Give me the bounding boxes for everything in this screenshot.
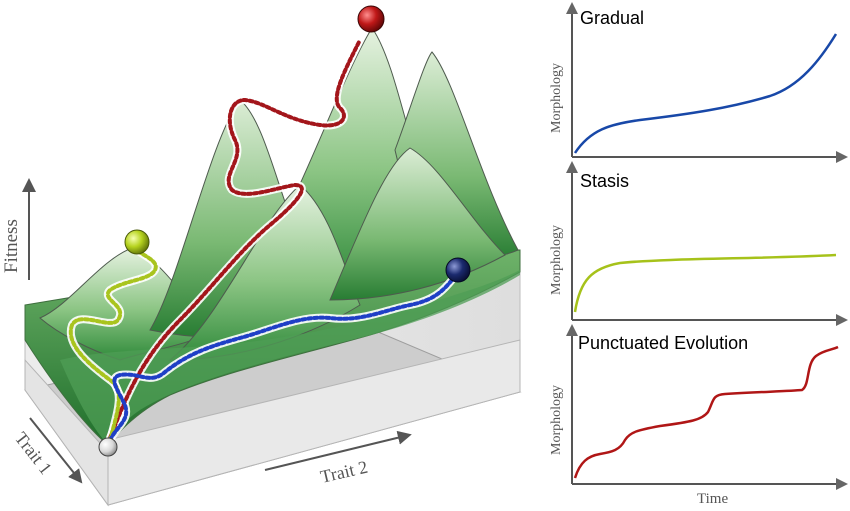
- panel-stasis-title: Stasis: [580, 171, 629, 191]
- trait1-axis-label: Trait 1: [11, 428, 56, 478]
- landscape-front-valley: [60, 270, 520, 445]
- panel-gradual-title: Gradual: [580, 8, 644, 28]
- panel-punctuated-ylabel: Morphology: [549, 385, 564, 455]
- panel-punctuated-title: Punctuated Evolution: [578, 333, 748, 353]
- path-green: [68, 246, 158, 442]
- panel-stasis: Stasis Morphology: [549, 161, 848, 326]
- panel-punctuated: Punctuated Evolution Morphology: [549, 324, 848, 490]
- curve-stasis: [573, 253, 837, 313]
- trait2-axis-label: Trait 2: [318, 457, 369, 487]
- fitness-landscape: Fitness Trait 1 Trait 2: [1, 5, 522, 507]
- fitness-axis-label: Fitness: [1, 219, 22, 273]
- trait2-axis-arrow: [264, 430, 412, 471]
- path-red: [108, 38, 362, 440]
- path-blue: [108, 270, 460, 442]
- panel-stasis-ylabel: Morphology: [549, 225, 564, 295]
- curve-punctuated: [573, 345, 839, 479]
- panel-gradual-ylabel: Morphology: [549, 63, 564, 133]
- shared-time-label: Time: [697, 491, 728, 507]
- trait1-axis-arrow: [29, 417, 83, 484]
- evolution-paths: [66, 36, 462, 444]
- green-ball: [124, 229, 150, 255]
- navy-ball: [445, 257, 471, 283]
- mode-panels: Gradual Morphology Stasis Morphology Pun…: [549, 2, 848, 507]
- panel-gradual: Gradual Morphology: [549, 2, 848, 163]
- curve-gradual: [573, 33, 838, 154]
- start-ball: [98, 437, 118, 457]
- red-ball: [357, 5, 385, 33]
- right-wall: [107, 339, 521, 506]
